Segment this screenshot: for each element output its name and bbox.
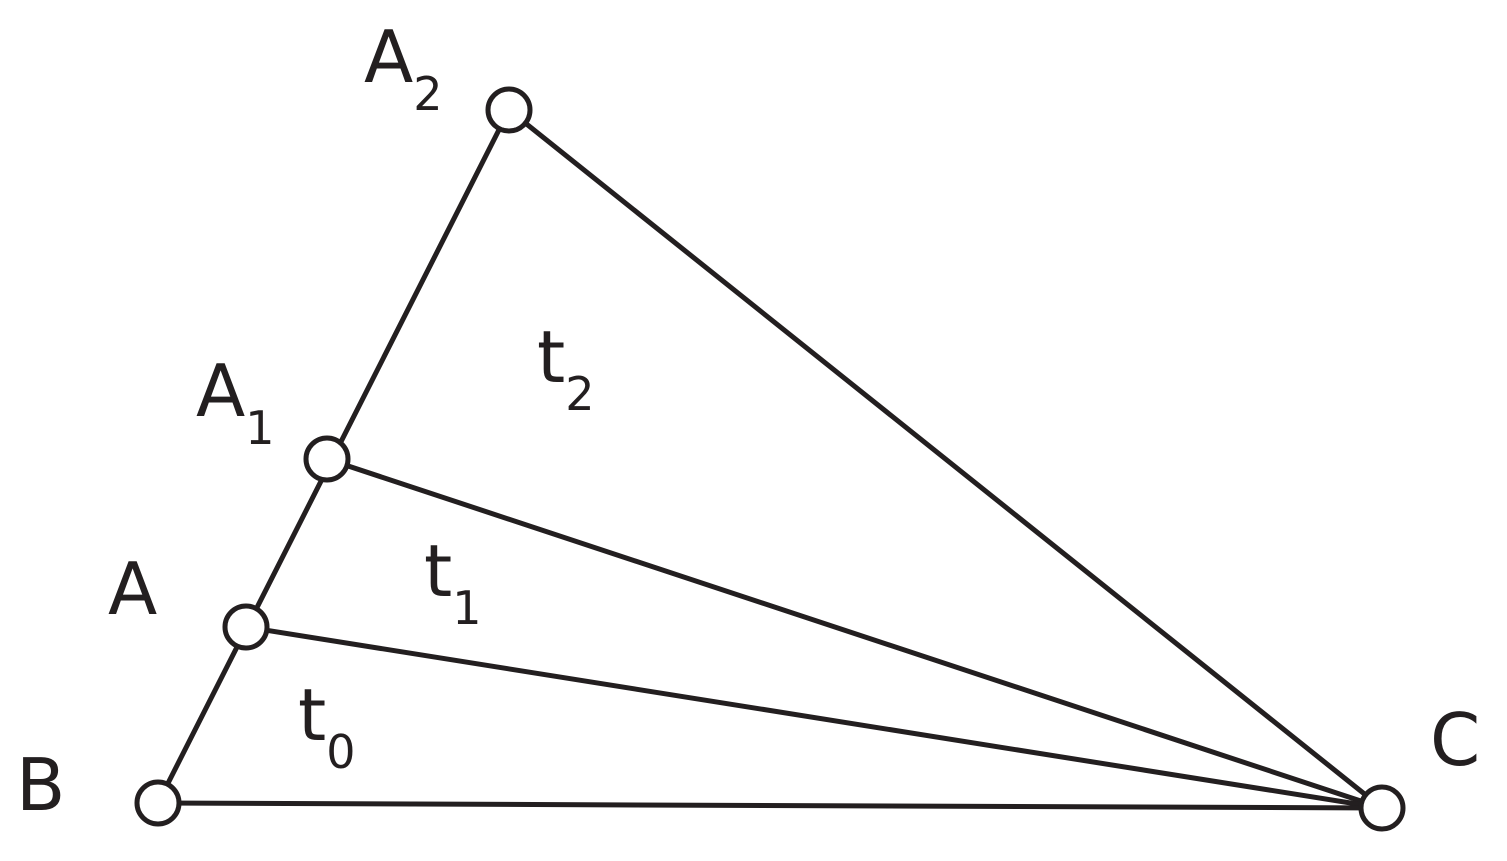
vertex-A1 xyxy=(303,435,351,483)
label-A1: A1 xyxy=(196,349,275,455)
region-label-t2-sub: 2 xyxy=(565,367,594,421)
label-B-main: B xyxy=(16,743,65,827)
vertex-B xyxy=(134,779,182,827)
label-C-main: C xyxy=(1430,698,1480,782)
label-A2: A2 xyxy=(364,15,443,121)
label-B: B xyxy=(16,743,65,827)
edge-A1-C xyxy=(324,456,1385,811)
label-A: A xyxy=(108,547,157,631)
region-label-t1-sub: 1 xyxy=(452,581,481,635)
region-label-t2-main: t xyxy=(537,315,565,399)
edge-A-C xyxy=(243,624,1385,811)
region-label-t0: t0 xyxy=(298,673,356,779)
label-A-main: A xyxy=(108,547,157,631)
vertex-A xyxy=(222,603,270,651)
region-label-t0-main: t xyxy=(298,673,326,757)
region-label-t0-sub: 0 xyxy=(326,725,355,779)
region-label-t2: t2 xyxy=(537,315,595,421)
label-C: C xyxy=(1430,698,1480,782)
label-A2-sub: 2 xyxy=(413,67,442,121)
label-A1-main: A xyxy=(196,349,245,433)
region-label-t1: t1 xyxy=(424,529,482,635)
edge-B-C xyxy=(155,800,1385,811)
region-label-t1-main: t xyxy=(424,529,452,613)
vertex-A2 xyxy=(485,86,533,134)
label-A1-sub: 1 xyxy=(245,401,274,455)
edge-A2-C xyxy=(506,107,1385,811)
label-A2-main: A xyxy=(364,15,413,99)
vertex-C xyxy=(1358,784,1406,832)
